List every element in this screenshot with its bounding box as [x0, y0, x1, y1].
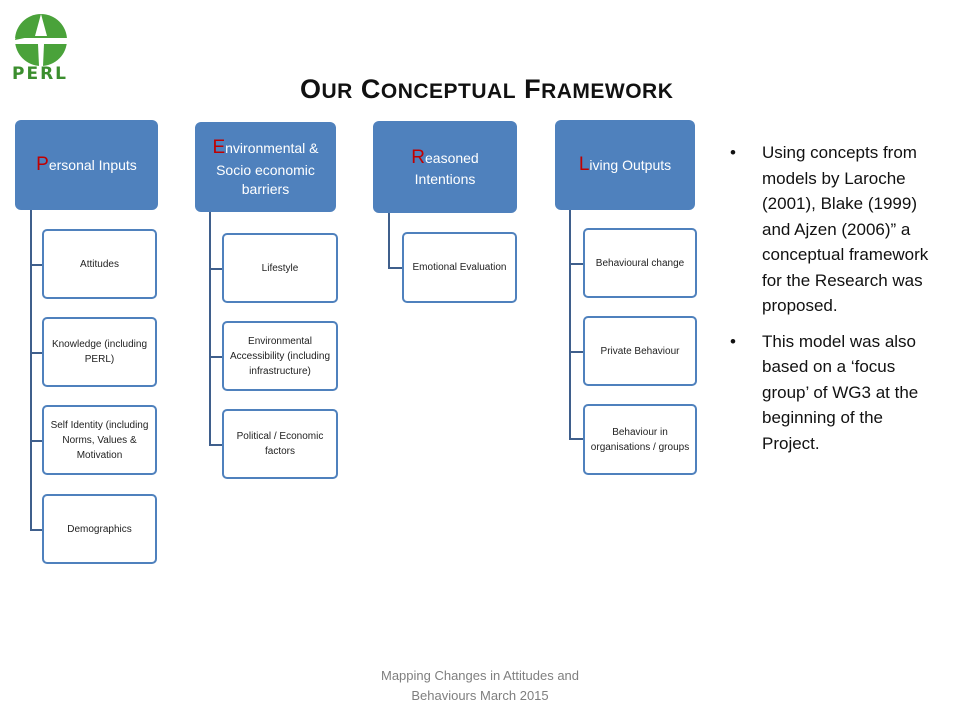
connector-line: [569, 438, 585, 440]
node-behaviour-organisations: Behaviour in organisations / groups: [583, 404, 697, 475]
connector-line: [30, 440, 44, 442]
node-political-economic: Political / Economic factors: [222, 409, 338, 479]
connector-line: [209, 356, 224, 358]
node-environmental-accessibility: Environmental Accessibility (including i…: [222, 321, 338, 391]
connector-line: [30, 529, 44, 531]
node-lifestyle: Lifestyle: [222, 233, 338, 303]
column-header-reasoned-intentions: Reasoned Intentions: [373, 121, 517, 213]
connector-line: [209, 208, 211, 445]
node-knowledge: Knowledge (including PERL): [42, 317, 157, 387]
connector-line: [569, 263, 585, 265]
connector-line: [209, 444, 224, 446]
node-emotional-evaluation: Emotional Evaluation: [402, 232, 517, 303]
column-header-personal-inputs: Personal Inputs: [15, 120, 158, 210]
column-header-environmental-barriers: Environmental & Socio economic barriers: [195, 122, 336, 212]
connector-line: [388, 267, 404, 269]
node-behavioural-change: Behavioural change: [583, 228, 697, 298]
node-private-behaviour: Private Behaviour: [583, 316, 697, 386]
column-header-living-outputs: Living Outputs: [555, 120, 695, 210]
page-title: OUR CONCEPTUAL FRAMEWORK: [300, 74, 674, 104]
node-demographics: Demographics: [42, 494, 157, 564]
connector-line: [569, 208, 571, 439]
bullet-item: This model was also based on a ‘focus gr…: [730, 329, 935, 457]
connector-line: [30, 208, 32, 530]
footer-text: Mapping Changes in Attitudes and Behavio…: [380, 668, 580, 703]
connector-line: [209, 268, 224, 270]
node-self-identity: Self Identity (including Norms, Values &…: [42, 405, 157, 475]
perl-logo-icon: [15, 14, 67, 66]
bullet-list: Using concepts from models by Laroche (2…: [730, 140, 935, 466]
connector-line: [30, 352, 44, 354]
connector-line: [30, 264, 44, 266]
logo-text: PERL: [12, 64, 68, 84]
connector-line: [388, 208, 390, 268]
bullet-item: Using concepts from models by Laroche (2…: [730, 140, 935, 319]
node-attitudes: Attitudes: [42, 229, 157, 299]
connector-line: [569, 351, 585, 353]
